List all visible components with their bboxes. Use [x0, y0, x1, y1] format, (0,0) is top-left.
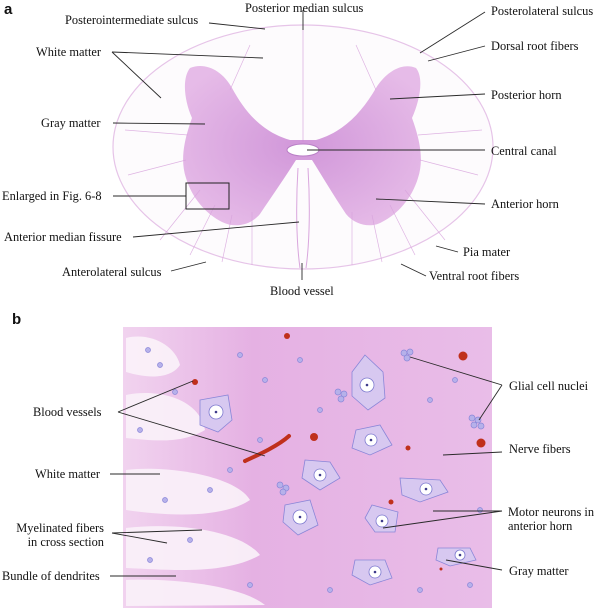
label-ventral-root-fibers: Ventral root fibers	[429, 269, 520, 283]
panel-b-leader-lines	[110, 356, 503, 577]
label-blood-vessels: Blood vessels	[33, 405, 102, 419]
glial-nuclei	[137, 347, 485, 593]
spinal-cord-cross-section	[111, 10, 494, 280]
label-glial-cell-nuclei: Glial cell nuclei	[509, 379, 589, 393]
panel-a-letter: a	[4, 1, 13, 18]
label-motor-line1: Motor neurons in	[508, 505, 595, 519]
label-myelinated-line1: Myelinated fibers	[16, 521, 104, 535]
radial-fibers	[124, 44, 483, 265]
label-pia-mater: Pia mater	[463, 245, 511, 259]
label-motor-neurons: Motor neurons in anterior horn	[508, 505, 594, 533]
label-anterior-horn: Anterior horn	[491, 197, 559, 211]
label-myelinated-line2: in cross section	[27, 535, 104, 549]
label-posterolateral-sulcus: Posterolateral sulcus	[491, 4, 594, 18]
anterior-median-fissure	[296, 167, 310, 269]
panel-b-letter: b	[12, 311, 22, 328]
label-motor-line2: anterior horn	[508, 519, 573, 533]
label-gray-matter-b: Gray matter	[509, 564, 569, 578]
label-anterior-median-fissure: Anterior median fissure	[4, 230, 122, 244]
label-blood-vessel: Blood vessel	[270, 284, 334, 298]
blood-vessels	[192, 333, 486, 571]
label-gray-matter: Gray matter	[41, 116, 101, 130]
nucleoli	[214, 383, 462, 574]
label-posterointermediate-sulcus: Posterointermediate sulcus	[65, 13, 199, 27]
label-enlarged-in-fig: Enlarged in Fig. 6-8	[2, 189, 102, 203]
label-posterior-median-sulcus: Posterior median sulcus	[245, 1, 364, 15]
label-white-matter: White matter	[36, 45, 102, 59]
label-bundle-of-dendrites: Bundle of dendrites	[2, 569, 100, 583]
label-white-matter-b: White matter	[35, 467, 101, 481]
elongated-blood-vessel	[243, 434, 291, 463]
label-dorsal-root-fibers: Dorsal root fibers	[491, 39, 579, 53]
panel-a-leader-lines	[111, 10, 486, 280]
label-nerve-fibers: Nerve fibers	[509, 442, 571, 456]
label-central-canal: Central canal	[491, 144, 557, 158]
label-anterolateral-sulcus: Anterolateral sulcus	[62, 265, 162, 279]
white-matter-regions	[126, 336, 265, 606]
label-posterior-horn: Posterior horn	[491, 88, 562, 102]
label-myelinated-fibers: Myelinated fibers in cross section	[12, 521, 104, 549]
